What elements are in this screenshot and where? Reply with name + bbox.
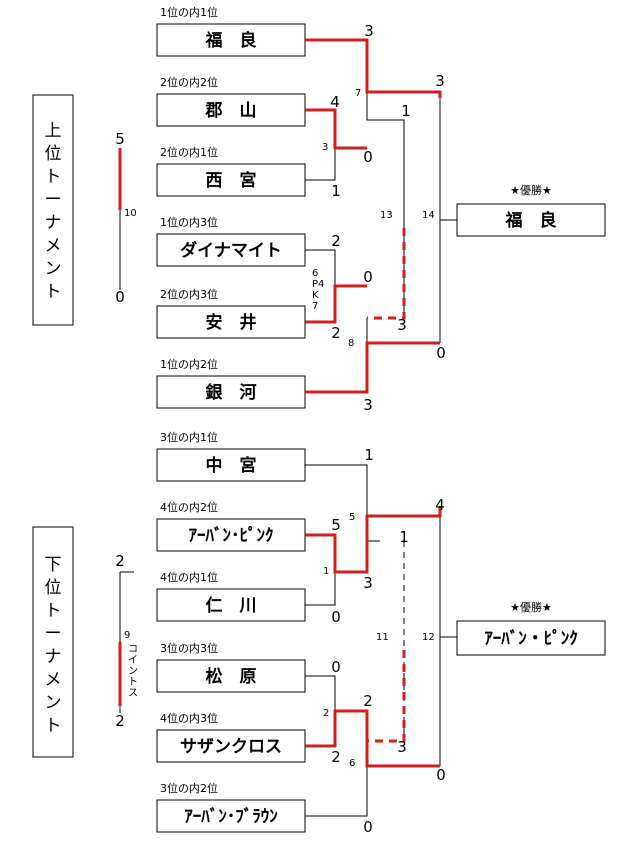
- team-box-southerncross: [156, 729, 306, 763]
- team-label: 1位の内2位: [160, 357, 218, 371]
- lower-title: 下位トーナメント: [45, 555, 62, 736]
- team-name: 中 宮: [206, 455, 257, 476]
- match-number: 8: [348, 338, 354, 349]
- score: 0: [331, 658, 341, 676]
- score: 1: [401, 102, 411, 120]
- score: 3: [397, 738, 407, 756]
- team-box-fukura: [156, 23, 306, 57]
- match-number: 10: [124, 208, 137, 219]
- team-label: 3位の内2位: [160, 781, 218, 795]
- team-label: 1位の内1位: [160, 5, 218, 19]
- score: 5: [331, 516, 341, 534]
- score: 0: [436, 344, 446, 362]
- champion-label: ★優勝★: [510, 600, 552, 614]
- third-place-win-line: [367, 650, 406, 743]
- score: 5: [115, 130, 125, 148]
- team-box-yasui: [156, 305, 306, 339]
- match-number: 6: [349, 758, 355, 769]
- upper-title-box: [32, 94, 74, 326]
- team-name: ｱｰﾊﾞﾝ･ﾋﾟﾝｸ: [189, 525, 274, 546]
- score: 3: [397, 316, 407, 334]
- score: 2: [331, 324, 341, 342]
- lower-win-lines: [118, 506, 442, 768]
- upper-win-lines: [118, 38, 442, 394]
- team-name: 福 良: [205, 30, 257, 51]
- match-number: 13: [380, 210, 393, 221]
- score: 0: [363, 268, 373, 286]
- team-label: 2位の内3位: [160, 287, 218, 301]
- third-place-win-line: [367, 228, 406, 320]
- team-label: 4位の内2位: [160, 500, 218, 514]
- score: 0: [363, 818, 373, 836]
- score: 0: [115, 288, 125, 306]
- match-number: 11: [376, 632, 389, 643]
- team-box-urbanpink: [156, 518, 306, 552]
- score: 3: [364, 22, 374, 40]
- score: 0: [363, 148, 373, 166]
- team-name: ダイナマイト: [180, 240, 282, 261]
- champion-box: [456, 620, 606, 656]
- match-number: 1: [323, 566, 329, 577]
- score: 2: [363, 692, 373, 710]
- team-label: 4位の内3位: [160, 711, 218, 725]
- team-label: 3位の内1位: [160, 430, 218, 444]
- score: 2: [115, 712, 125, 730]
- score: 2: [331, 232, 341, 250]
- team-box-dynamite: [156, 233, 306, 267]
- score: 1: [331, 182, 341, 200]
- match-number: 14: [422, 210, 435, 221]
- score: 0: [436, 766, 446, 784]
- match-number: 7: [355, 88, 361, 99]
- lower-lines: [119, 464, 457, 817]
- team-label: 4位の内1位: [160, 570, 218, 584]
- score: 4: [435, 496, 445, 514]
- match-number: 3: [322, 142, 328, 153]
- team-box-urbanbrown: [156, 799, 306, 833]
- lower-title-box: [32, 526, 74, 758]
- score: 3: [363, 396, 373, 414]
- score: 2: [331, 748, 341, 766]
- team-box-kooriyama: [156, 93, 306, 127]
- score: 3: [435, 72, 445, 90]
- team-name: 仁 川: [206, 595, 257, 616]
- champion-name: 福 良: [505, 210, 557, 231]
- upper-bracket: 上位トーナメント 1位の内1位 2位の内2位 2位の内1位 1位の内3位 2位の…: [32, 5, 606, 414]
- team-name: 郡 山: [205, 101, 257, 121]
- score: 4: [330, 93, 340, 111]
- lower-bracket: 下位トーナメント 3位の内1位 4位の内2位 4位の内1位 3位の内3位 4位の…: [32, 430, 606, 836]
- team-label: 1位の内3位: [160, 215, 218, 229]
- team-box-matsubara: [156, 659, 306, 693]
- score: 1: [399, 528, 409, 546]
- team-name: 銀 河: [206, 382, 257, 403]
- score: 0: [331, 608, 341, 626]
- team-box-ginga: [156, 375, 306, 409]
- match-number: 5: [349, 512, 355, 523]
- team-label: 3位の内3位: [160, 641, 218, 655]
- match-number: 9: [124, 630, 130, 641]
- team-box-nigawa: [156, 588, 306, 622]
- champion-label: ★優勝★: [510, 183, 552, 197]
- team-name: 西 宮: [206, 170, 257, 191]
- team-label: 2位の内1位: [160, 145, 218, 159]
- champion-name: ｱｰﾊﾞﾝ・ﾋﾟﾝｸ: [484, 628, 578, 649]
- upper-title: 上位トーナメント: [45, 121, 62, 302]
- score: 2: [115, 552, 125, 570]
- team-name: 松 原: [206, 666, 257, 687]
- team-name: 安 井: [206, 312, 257, 333]
- score: 3: [363, 574, 373, 592]
- score: 1: [364, 446, 374, 464]
- match-number: 12: [422, 632, 435, 643]
- team-name: ｱｰﾊﾞﾝ･ﾌﾞﾗｳﾝ: [184, 806, 278, 827]
- team-label: 2位の内2位: [160, 75, 218, 89]
- team-box-nishinomiya: [156, 163, 306, 197]
- champion-box: [456, 203, 606, 237]
- match-number: 2: [323, 708, 329, 719]
- team-name: サザンクロス: [180, 737, 282, 757]
- coin-toss-note: コイントス: [128, 644, 138, 699]
